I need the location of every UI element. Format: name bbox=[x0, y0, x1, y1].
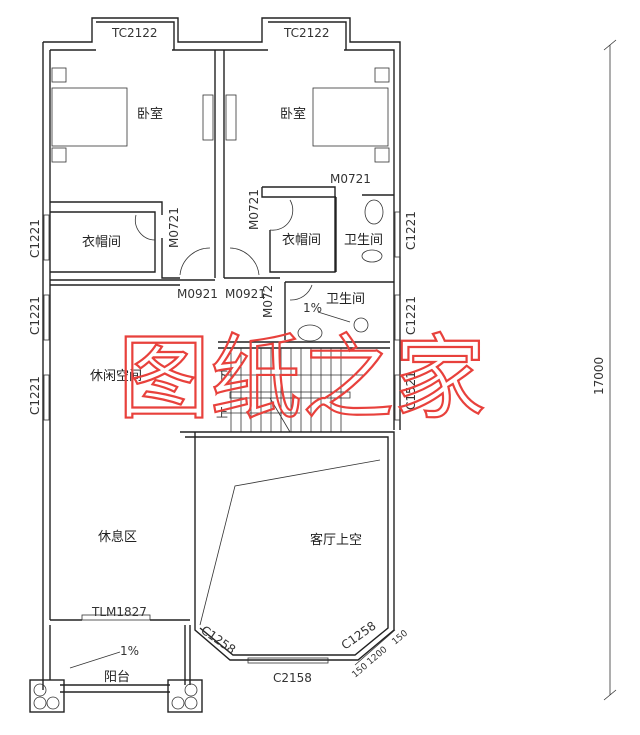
door-label: M0721 bbox=[167, 207, 181, 248]
slope-label: 1% bbox=[303, 301, 322, 315]
room-closet-right: 衣帽间 bbox=[282, 232, 321, 248]
stair-up-label: 上 bbox=[216, 406, 228, 420]
window-label: C1258 bbox=[198, 623, 238, 657]
room-bedroom-right: 卧室 bbox=[280, 106, 306, 122]
walls bbox=[29, 17, 617, 713]
annotations: TC2122 TC2122 M0721 M0721 M0721 M072 M09… bbox=[28, 26, 606, 685]
watermark: 图纸之家 bbox=[118, 325, 486, 432]
stair-down-label: 下 bbox=[216, 369, 228, 383]
slope-label: 1% bbox=[120, 644, 139, 658]
window-label: C1221 bbox=[28, 296, 42, 335]
window-label: C1221 bbox=[28, 376, 42, 415]
door-label: M0721 bbox=[247, 189, 261, 230]
room-bedroom-left: 卧室 bbox=[137, 106, 163, 122]
window-label: C1221 bbox=[404, 296, 418, 335]
room-bath-lower: 卫生间 bbox=[326, 292, 365, 307]
door-label: TLM1827 bbox=[91, 605, 147, 619]
dimension-label: 150 bbox=[351, 661, 371, 680]
door-label: M0921 bbox=[225, 287, 266, 301]
dimension-total: 17000 bbox=[592, 357, 606, 395]
room-leisure: 休闲空间 bbox=[90, 369, 142, 384]
window-label: C1521 bbox=[404, 371, 418, 410]
door-label: M0721 bbox=[330, 172, 371, 186]
dimension-label: 1200 bbox=[366, 645, 390, 668]
room-living-void: 客厅上空 bbox=[310, 532, 362, 548]
room-labels: 卧室 卧室 衣帽间 衣帽间 卫生间 卫生间 休闲空间 休息区 客厅上空 阳台 bbox=[82, 106, 383, 685]
room-bath-upper: 卫生间 bbox=[344, 233, 383, 248]
room-closet-left: 衣帽间 bbox=[82, 234, 121, 250]
window-label: C1221 bbox=[28, 219, 42, 258]
room-rest-area: 休息区 bbox=[98, 529, 137, 545]
window-label: TC2122 bbox=[283, 26, 330, 40]
door-label: M0921 bbox=[177, 287, 218, 301]
room-balcony: 阳台 bbox=[104, 670, 130, 685]
window-label: C2158 bbox=[273, 671, 312, 685]
door-label: M072 bbox=[261, 285, 275, 318]
window-label: C1221 bbox=[404, 211, 418, 250]
window-label: TC2122 bbox=[111, 26, 158, 40]
